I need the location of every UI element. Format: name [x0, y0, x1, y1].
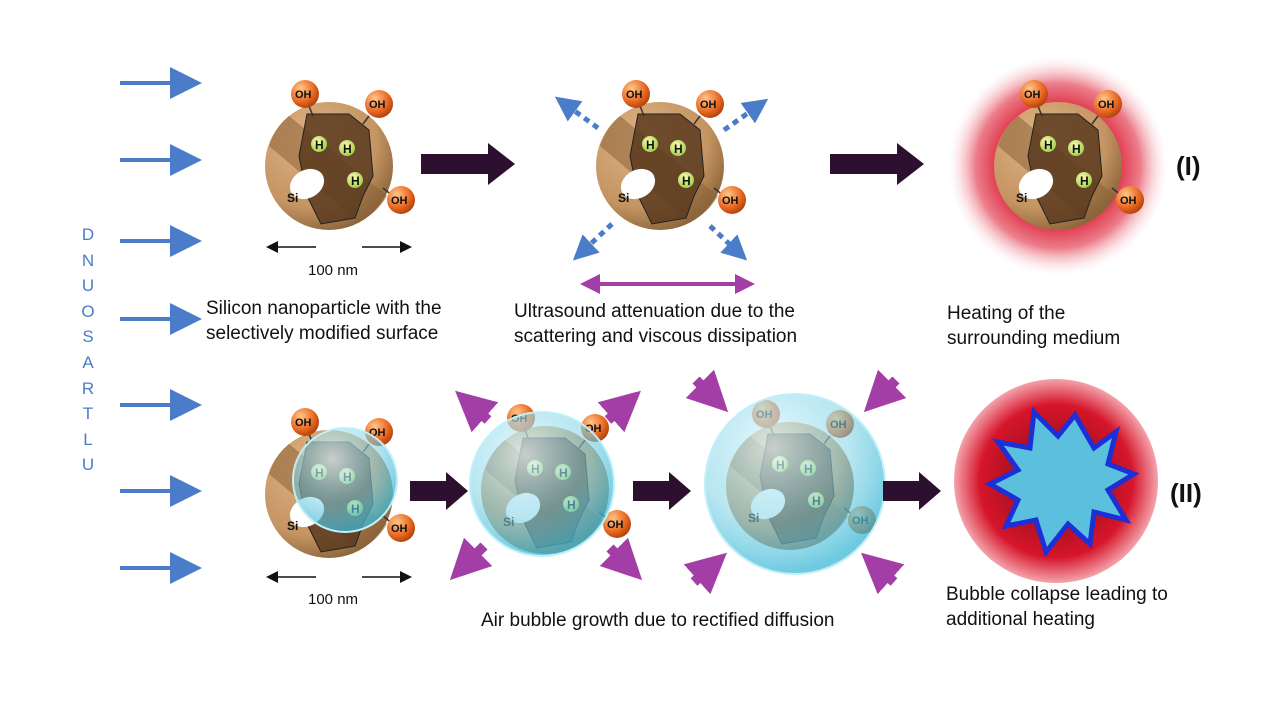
- process-arrow: [633, 472, 691, 510]
- ultrasound-letter: O: [81, 301, 95, 321]
- air-bubble-small: [292, 427, 398, 533]
- caption-nanoparticle: Silicon nanoparticle with the selectivel…: [206, 296, 442, 346]
- ultrasound-letter: T: [82, 404, 94, 424]
- row-label-ii: (II): [1170, 478, 1202, 508]
- caption-line: surrounding medium: [947, 328, 1121, 349]
- ultrasound-letter: S: [82, 327, 94, 347]
- caption-line: Bubble collapse leading to: [946, 584, 1168, 605]
- scale-label-row1: 100 nm: [308, 262, 359, 279]
- ultrasound-letter: L: [83, 429, 93, 449]
- nanoparticle-row1: [264, 79, 416, 231]
- process-arrow: [421, 143, 515, 185]
- process-arrow: [410, 472, 468, 510]
- ultrasound-arrows: [120, 67, 202, 584]
- caption-attenuation: Ultrasound attenuation due to the scatte…: [514, 299, 797, 349]
- ultrasound-letter: U: [81, 276, 95, 296]
- ultrasound-letter: U: [81, 455, 95, 475]
- caption-line: Heating of the: [947, 303, 1066, 324]
- scale-label-row2: 100 nm: [308, 591, 359, 608]
- caption-line: scattering and viscous dissipation: [514, 326, 798, 347]
- ultrasound-letter: A: [82, 352, 94, 372]
- caption-line: additional heating: [946, 609, 1095, 630]
- caption-line: selectively modified surface: [206, 323, 439, 344]
- collapse-star: [984, 406, 1140, 558]
- air-bubble-medium: [469, 411, 615, 557]
- ultrasound-letter: N: [81, 250, 95, 270]
- growth-arrows: [449, 390, 643, 581]
- caption-line: Silicon nanoparticle with the: [206, 298, 442, 319]
- caption-line: Ultrasound attenuation due to the: [514, 301, 795, 322]
- scatter-arrows: [554, 96, 769, 261]
- compression-arrows: [683, 369, 907, 595]
- caption-bubble-growth: Air bubble growth due to rectified diffu…: [481, 608, 834, 633]
- caption-collapse: Bubble collapse leading to additional he…: [946, 582, 1168, 632]
- ultrasound-letter: R: [81, 378, 95, 398]
- caption-line: Air bubble growth due to rectified diffu…: [481, 610, 835, 631]
- ultrasound-letter: D: [81, 225, 95, 244]
- caption-heating: Heating of the surrounding medium: [947, 301, 1120, 351]
- nanoparticle-scattering: [595, 79, 747, 231]
- row-label-i: (I): [1176, 151, 1201, 181]
- process-arrow: [830, 143, 924, 185]
- process-arrow: [883, 472, 941, 510]
- air-bubble-large: [704, 393, 886, 575]
